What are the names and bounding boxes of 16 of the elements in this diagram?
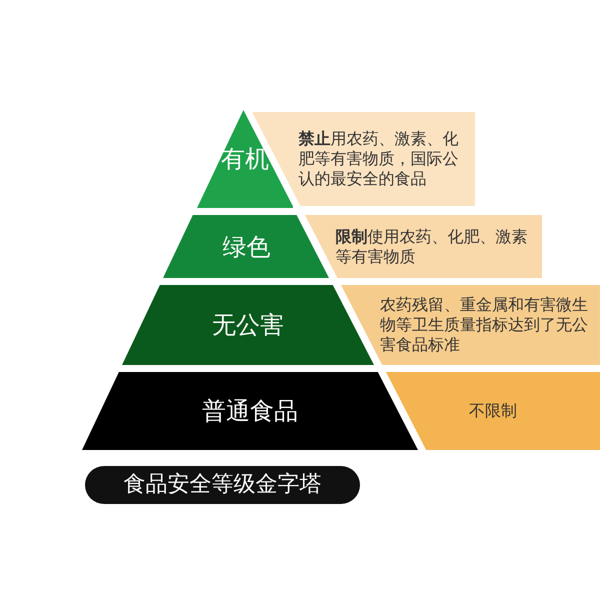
pyramid-layer xyxy=(163,215,330,278)
title-banner: 食品安全等级金字塔 xyxy=(85,466,360,504)
description-band xyxy=(341,285,600,365)
layer-label: 无公害 xyxy=(211,310,286,341)
pyramid-layer xyxy=(82,372,418,450)
description-band xyxy=(386,372,600,450)
description-band xyxy=(305,215,542,278)
pyramid-layer xyxy=(122,285,374,365)
description-text: 禁止用农药、激素、化肥等有害物质，国际公认的最安全的食品 xyxy=(298,129,460,189)
layer-label: 普通食品 xyxy=(200,396,299,427)
layer-label: 绿色 xyxy=(221,232,272,262)
description-text: 不限制 xyxy=(468,401,518,421)
description-text: 农药残留、重金属和有害微生物等卫生质量指标达到了无公害食品标准 xyxy=(380,295,590,355)
pyramid-layer xyxy=(196,110,294,208)
layer-label: 有机 xyxy=(220,144,270,175)
description-text: 限制使用农药、化肥、激素等有害物质 xyxy=(335,226,528,266)
